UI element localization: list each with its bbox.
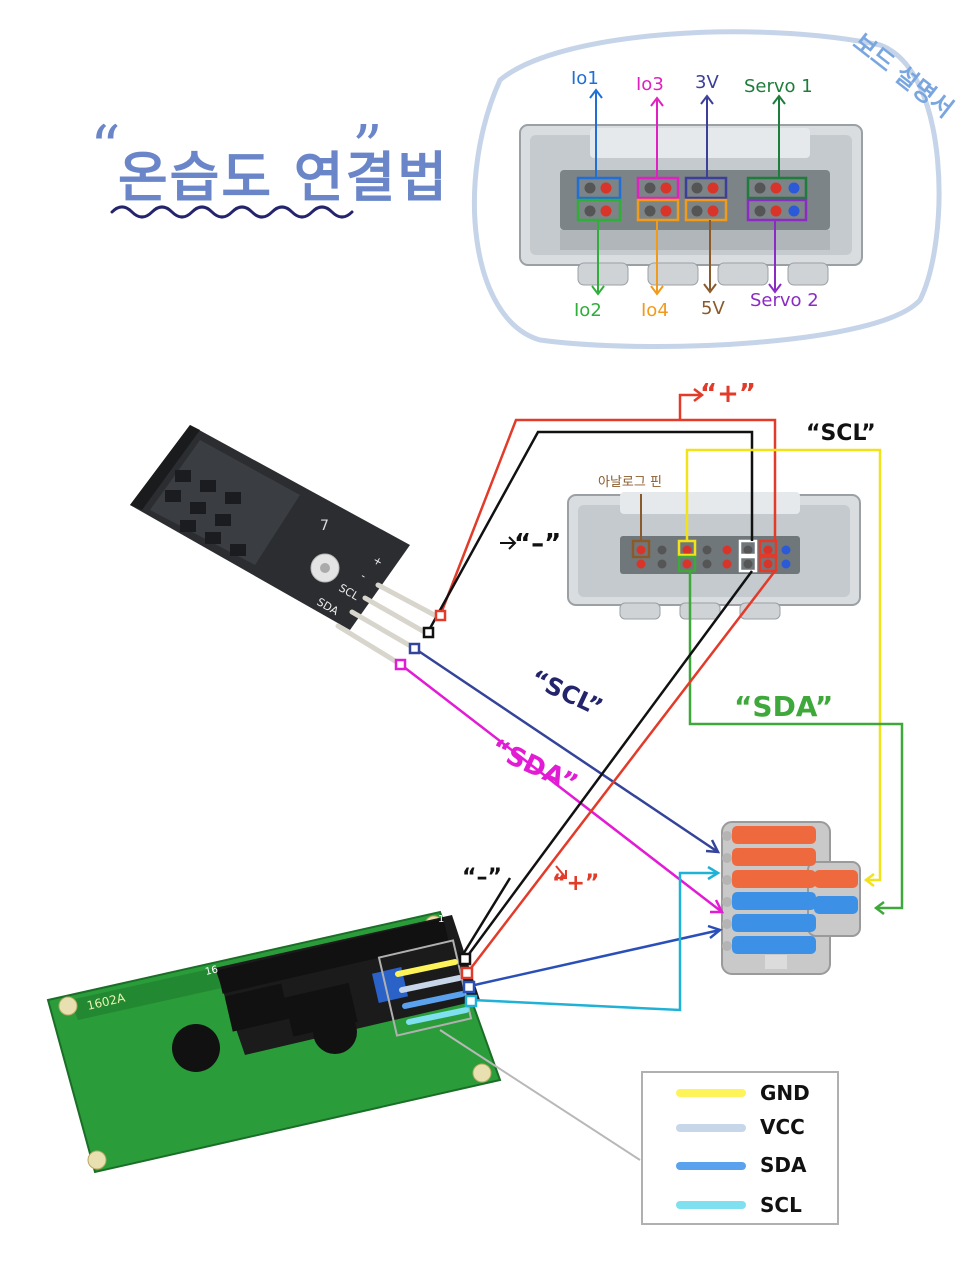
label-sda-right: “SDA”: [734, 690, 833, 723]
board-label-arrows: [589, 88, 786, 296]
plus-pin-box: [758, 539, 778, 557]
label-io4: Io4: [641, 300, 669, 321]
legend-item-vcc: VCC: [676, 1115, 805, 1139]
title-open-quote: “: [90, 113, 121, 183]
label-minus-bottom: “–”: [462, 865, 502, 890]
legend-label-gnd: GND: [760, 1081, 810, 1105]
wire-terminals: [394, 609, 478, 1008]
sensor-number: 7: [320, 518, 329, 534]
wire-scl-board: [685, 448, 882, 882]
label-sda-mid: “SDA”: [486, 733, 582, 799]
label-minus-left: “–”: [514, 529, 561, 559]
wire-minus-sensor: [426, 430, 754, 633]
pin-headers: [584, 182, 800, 217]
label-servo1: Servo 1: [744, 76, 813, 97]
minus-pin-box: [738, 539, 758, 557]
pin-box-5v: [684, 198, 728, 222]
legend-label-sda: SDA: [760, 1153, 807, 1177]
wire-minus-lcd: [464, 570, 754, 959]
temp-humidity-sensor: 7 + - SCL SDA: [130, 425, 443, 667]
wire-scl-lcd: [471, 871, 718, 1012]
label-plus-top: “+”: [700, 379, 756, 409]
label-io3: Io3: [636, 74, 664, 95]
sda-pin-box: [677, 555, 697, 573]
pin-box-servo2: [746, 198, 808, 222]
lcd-header-number-1: 1: [438, 914, 444, 925]
lcd-header-number-16: 16: [204, 964, 219, 978]
wire-plus-sensor: [438, 418, 777, 617]
lever-connector: [721, 821, 861, 975]
wire-sda-board: [688, 571, 904, 910]
lcd-pin-callout-box: [377, 939, 473, 1037]
sensor-pin-minus: -: [359, 569, 369, 582]
minus-pin-box-2: [738, 555, 758, 573]
label-5v: 5V: [701, 298, 725, 319]
controller-board-top: [519, 124, 863, 286]
wire-scl-sensor: [413, 646, 719, 854]
label-servo2: Servo 2: [750, 290, 819, 311]
label-scl-top: “SCL”: [806, 421, 876, 446]
board-legend-caption: 보드 설명서: [848, 28, 959, 123]
pin-box-servo1: [746, 176, 808, 200]
board-legend: 보드 설명서: [471, 28, 959, 350]
label-3v: 3V: [695, 72, 719, 93]
legend-item-sda: SDA: [676, 1153, 807, 1177]
legend-label-scl: SCL: [760, 1193, 802, 1217]
label-plus-bottom: “+”: [552, 871, 599, 896]
legend-item-gnd: GND: [676, 1081, 810, 1105]
wire-sda-sensor: [399, 663, 723, 913]
legend-box: [641, 1071, 839, 1225]
plus-pin-box-2: [758, 555, 778, 573]
title-close-quote: ”: [352, 113, 383, 183]
label-io1: Io1: [571, 68, 599, 89]
legend-item-scl: SCL: [676, 1193, 802, 1217]
sensor-pin-legs: [335, 582, 443, 667]
wires: [399, 388, 904, 1161]
legend-callout-line: [439, 1029, 641, 1161]
pin-box-io1: [576, 176, 622, 200]
title-text: 온습도 연결법: [118, 146, 449, 209]
analog-pin-label: 아날로그 핀: [598, 475, 662, 490]
label-scl-mid: “SCL”: [526, 664, 607, 721]
controller-board-mid: 아날로그 핀: [567, 475, 861, 620]
title: “ 온습도 연결법 ”: [90, 113, 449, 219]
lcd-header-pins: [217, 918, 449, 994]
label-io2: Io2: [574, 300, 602, 321]
lcd-pin-legend: GND VCC SDA SCL: [641, 1071, 839, 1225]
title-underline: [110, 205, 354, 219]
wire-sda-lcd: [469, 928, 721, 988]
legend-label-vcc: VCC: [760, 1115, 805, 1139]
wire-plus-lcd: [467, 570, 776, 973]
wire-plus-arrow-top: [678, 393, 700, 420]
lcd-module: 1602A 16 1: [46, 910, 502, 1174]
board-legend-bubble: [471, 29, 942, 350]
